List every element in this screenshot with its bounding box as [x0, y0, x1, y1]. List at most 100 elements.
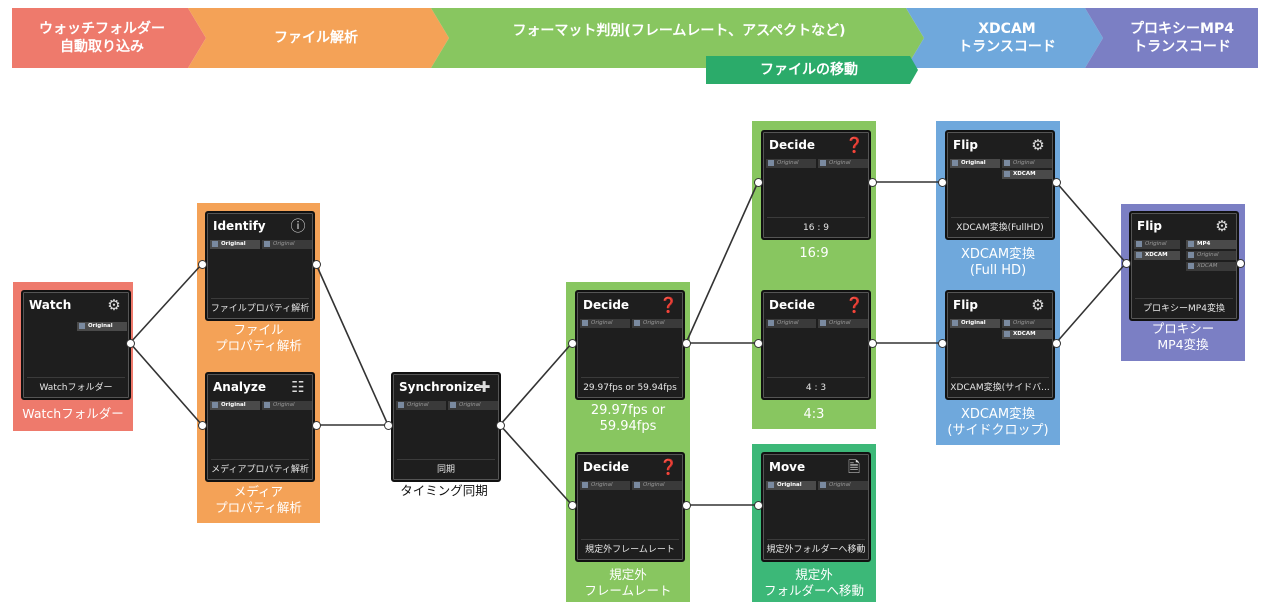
node-decide-16-9[interactable]: Decide ❓ Original Original 16 : 9 [761, 130, 871, 240]
port-move-in[interactable] [754, 501, 763, 510]
tag: Original [766, 159, 816, 168]
group-label-fps-ok: 29.97fps or 59.94fps [590, 403, 666, 434]
port-decide1-out[interactable] [682, 339, 691, 348]
node-flip-sidecrop[interactable]: Flip ⚙ Original Original XDCAM XDCAM変換(サ… [945, 290, 1055, 400]
node-decide-4-3[interactable]: Decide ❓ Original Original 4 : 3 [761, 290, 871, 400]
tag: Original [262, 401, 312, 410]
port-flip1-in[interactable] [938, 178, 947, 187]
node-move[interactable]: Move 🗎 Original Original 規定外フォルダーへ移動 [761, 452, 871, 562]
node-decide-fps[interactable]: Decide ❓ Original Original 29.97fps or 5… [575, 290, 685, 400]
port-decide2-out[interactable] [682, 501, 691, 510]
port-sync-in[interactable] [384, 421, 393, 430]
tag: Original [1002, 319, 1052, 328]
node-decide-other-fps[interactable]: Decide ❓ Original Original 規定外フレームレート [575, 452, 685, 562]
group-label-watch: Watchフォルダー [22, 406, 124, 421]
group-label-sync: タイミング同期 [400, 483, 488, 498]
node-caption: プロキシーMP4変換 [1143, 304, 1225, 314]
port-decide4-in[interactable] [754, 339, 763, 348]
node-flip-proxy[interactable]: Flip ⚙ Original XDCAM MP4 Original XDCAM… [1129, 211, 1239, 321]
port-flip2-in[interactable] [938, 339, 947, 348]
stage-banner [12, 8, 1258, 84]
group-label-4-3: 4:3 [803, 407, 825, 422]
node-caption: XDCAM変換(サイドバ... [950, 383, 1050, 393]
tag: Original [1186, 251, 1236, 260]
group-label-xdcam-sidecrop: XDCAM変換 (サイドクロップ) [947, 407, 1049, 438]
tag: Original [766, 319, 816, 328]
node-title: Decide [583, 298, 630, 312]
group-label-media-props: メディア プロパティ解析 [215, 484, 302, 515]
port-sync-out[interactable] [496, 421, 505, 430]
port-flip1-out[interactable] [1052, 178, 1061, 187]
port-decide2-in[interactable] [568, 501, 577, 510]
node-title: Synchronize [399, 380, 482, 394]
port-decide3-in[interactable] [754, 178, 763, 187]
node-caption: メディアプロパティ解析 [211, 465, 309, 475]
group-label-move: 規定外 フォルダーへ移動 [763, 567, 864, 598]
wire-flip1-flip3 [1055, 181, 1127, 264]
node-caption: ファイルプロパティ解析 [210, 304, 310, 314]
group-label-fps-other: 規定外 フレームレート [584, 567, 672, 598]
node-caption: 29.97fps or 59.94fps [583, 383, 677, 393]
sub-stage-label: ファイルの移動 [760, 62, 858, 78]
tag: Original [818, 319, 868, 328]
port-analyze-out[interactable] [312, 421, 321, 430]
tag: Original [818, 159, 868, 168]
port-decide4-out[interactable] [868, 339, 877, 348]
port-decide3-out[interactable] [868, 178, 877, 187]
port-decide1-in[interactable] [568, 339, 577, 348]
node-title: Decide [769, 138, 816, 152]
tag: XDCAM [1002, 330, 1052, 339]
tag: MP4 [1186, 240, 1236, 249]
node-flip-fullhd[interactable]: Flip ⚙ Original Original XDCAM XDCAM変換(F… [945, 130, 1055, 240]
group-label-16-9: 16:9 [799, 246, 829, 261]
node-caption: 規定外フォルダーへ移動 [766, 545, 866, 555]
gear-icon: ⚙ [1215, 217, 1229, 235]
port-identify-out[interactable] [312, 260, 321, 269]
stage-arrow-2 [188, 8, 449, 68]
help-icon: ⓘ [290, 217, 306, 235]
port-identify-in[interactable] [198, 260, 207, 269]
tag: Original [396, 401, 446, 410]
port-watch-out[interactable] [126, 339, 135, 348]
node-synchronize[interactable]: Synchronize ✚ Original Original 同期 [391, 372, 501, 482]
stage-label-5: プロキシーMP4 トランスコード [1130, 21, 1234, 55]
tag: Original [632, 319, 682, 328]
tag: Original [818, 481, 868, 490]
port-flip3-in[interactable] [1122, 259, 1131, 268]
port-flip3-out[interactable] [1236, 259, 1245, 268]
wire-watch-analyze [129, 342, 203, 426]
node-identify[interactable]: Identify ⓘ Original Original ファイルプロパティ解析 [205, 211, 315, 321]
gear-icon: ⚙ [1031, 296, 1045, 314]
node-title: Flip [1137, 219, 1163, 233]
tag: Original [1002, 159, 1052, 168]
node-caption: 16 : 9 [803, 223, 829, 233]
node-title: Flip [953, 298, 979, 312]
node-title: Decide [769, 298, 816, 312]
port-analyze-in[interactable] [198, 421, 207, 430]
node-title: Move [769, 460, 806, 474]
decide-icon: ❓ [845, 296, 864, 314]
wire-flip2-flip3 [1055, 262, 1127, 344]
node-watch[interactable]: Watch ⚙ Original Watchフォルダー [21, 290, 131, 400]
node-title: Flip [953, 138, 979, 152]
stage-arrow-5 [1085, 8, 1258, 68]
node-title: Watch [29, 298, 72, 312]
stage-arrow-4 [906, 8, 1103, 68]
file-move-icon: 🗎 [847, 458, 861, 476]
tag: XDCAM [1186, 262, 1236, 271]
decide-icon: ❓ [659, 458, 678, 476]
tag: Original [632, 481, 682, 490]
port-flip2-out[interactable] [1052, 339, 1061, 348]
stage-label-3: フォーマット判別(フレームレート、アスペクトなど) [512, 23, 846, 39]
node-analyze[interactable]: Analyze ☷ Original Original メディアプロパティ解析 [205, 372, 315, 482]
tag: Original [766, 481, 816, 490]
node-caption: Watchフォルダー [39, 383, 113, 393]
tag: Original [1134, 240, 1180, 249]
stage-label-1: ウォッチフォルダー 自動取り込み [39, 21, 165, 55]
node-caption: XDCAM変換(FullHD) [956, 223, 1044, 233]
tag: Original [950, 319, 1000, 328]
decide-icon: ❓ [659, 296, 678, 314]
tag: Original [262, 240, 312, 249]
tag: Original [77, 322, 127, 331]
